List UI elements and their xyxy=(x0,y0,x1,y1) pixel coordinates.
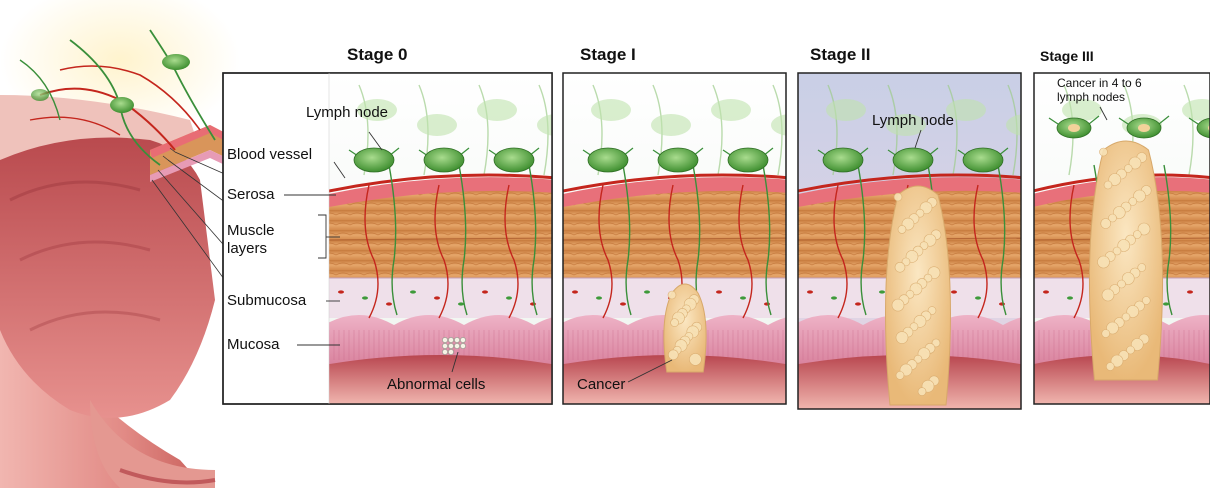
cancer-in-nodes-label-line-1: Cancer in 4 to 6 xyxy=(1057,77,1142,91)
cancer-in-nodes-label-line-2: lymph nodes xyxy=(1057,91,1125,105)
muscle-layers-label-line-1: Muscle xyxy=(227,222,275,239)
stage-1-cross-section xyxy=(558,73,838,404)
stage-0-title: Stage 0 xyxy=(347,45,407,65)
muscle-layers-label-line-2: layers xyxy=(227,240,267,257)
abnormal-cells-label: Abnormal cells xyxy=(387,376,485,393)
submucosa-label: Submucosa xyxy=(227,292,306,309)
serosa-label: Serosa xyxy=(227,186,275,203)
stage-1-title: Stage I xyxy=(580,45,636,65)
lymph-node-label: Lymph node xyxy=(306,104,388,121)
cancer-label: Cancer xyxy=(577,376,625,393)
stage-2-title: Stage II xyxy=(810,45,870,65)
stage-2-lymph-node-label: Lymph node xyxy=(872,112,954,129)
blood-vessel-label: Blood vessel xyxy=(227,146,312,163)
stage-0-cross-section xyxy=(324,73,604,404)
stage-3-cross-section xyxy=(1029,73,1210,404)
mucosa-label: Mucosa xyxy=(227,336,280,353)
stage-3-title: Stage III xyxy=(1040,48,1094,64)
